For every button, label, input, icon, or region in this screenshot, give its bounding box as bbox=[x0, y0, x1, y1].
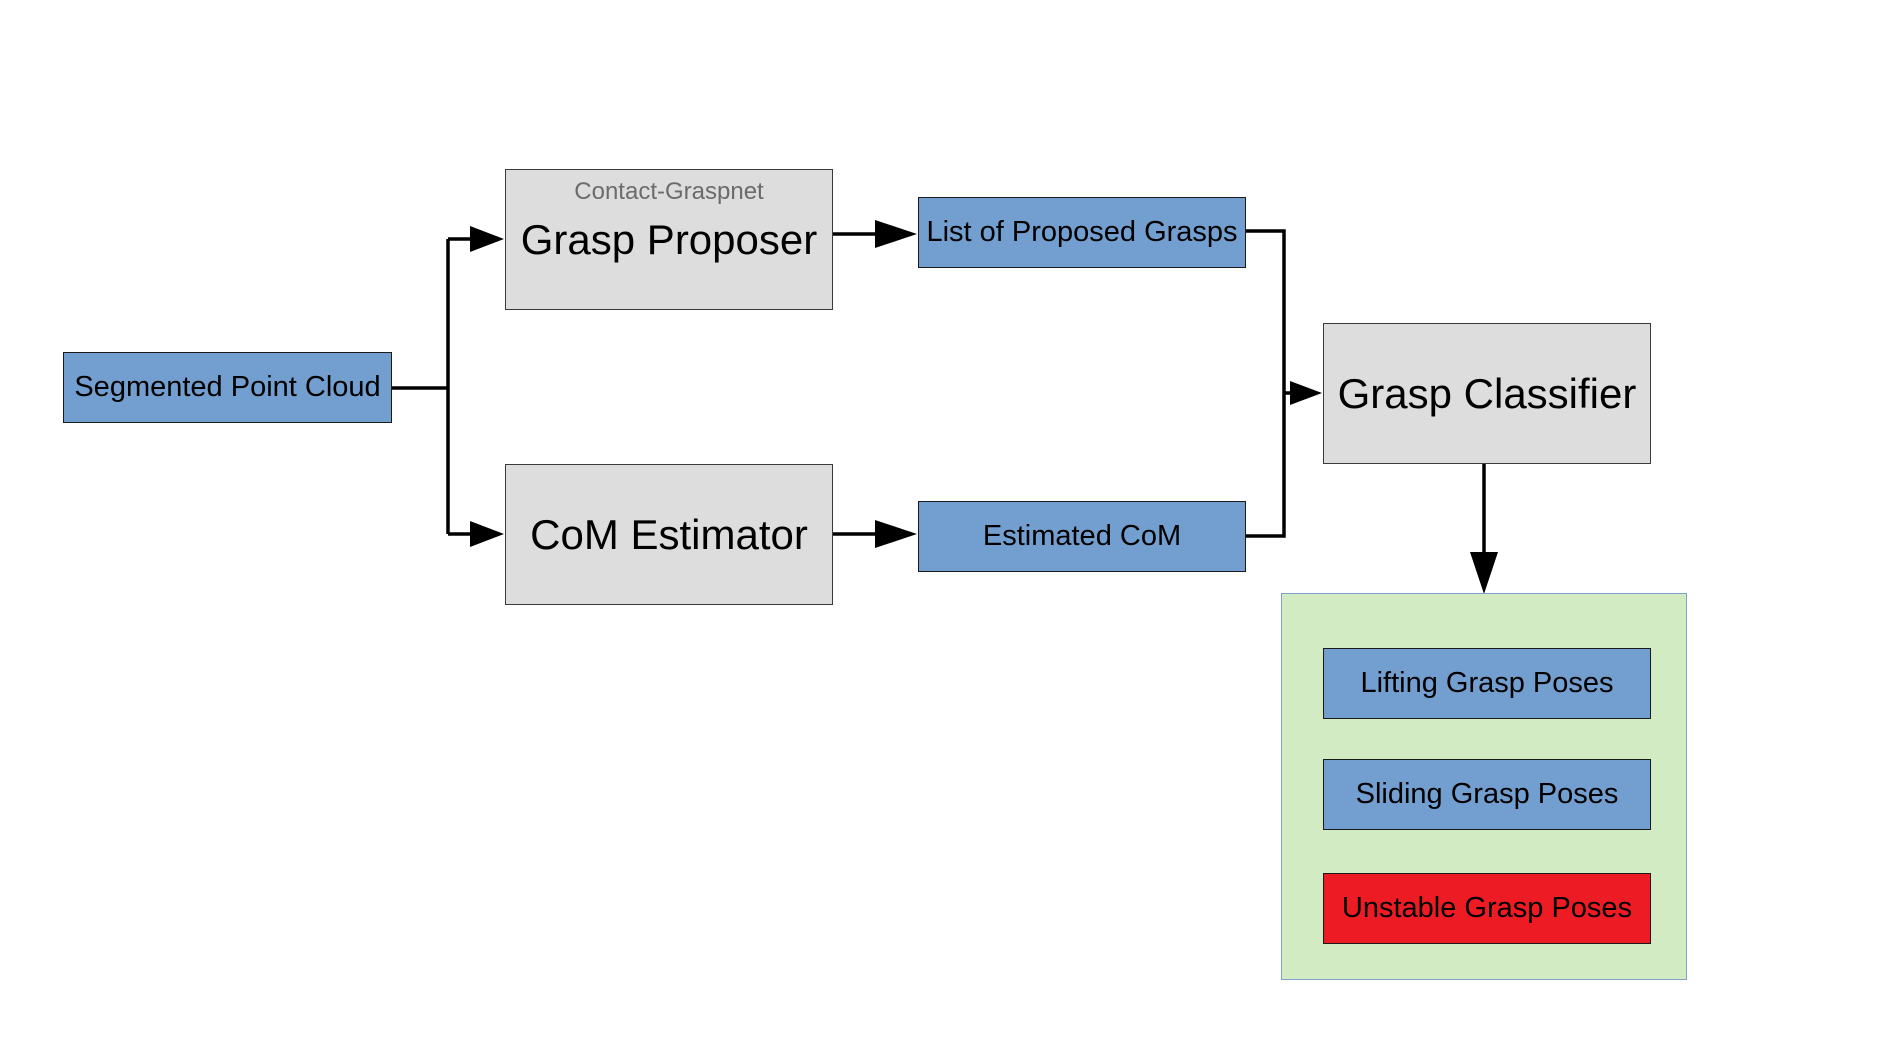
list-of-proposed-grasps-box: List of Proposed Grasps bbox=[918, 197, 1246, 268]
sliding-grasp-poses-box: Sliding Grasp Poses bbox=[1323, 759, 1651, 830]
grasp-proposer-label: Grasp Proposer bbox=[520, 215, 818, 263]
arrowhead-output-group bbox=[1470, 552, 1498, 594]
arrowhead-com-estimator bbox=[470, 521, 504, 547]
estimated-com-box: Estimated CoM bbox=[918, 501, 1246, 572]
arrowhead-classifier bbox=[1290, 381, 1322, 405]
unstable-grasp-poses-label: Unstable Grasp Poses bbox=[1341, 892, 1633, 924]
com-estimator-box: CoM Estimator bbox=[505, 464, 833, 605]
arrowhead-list bbox=[875, 220, 917, 248]
list-of-proposed-grasps-label: List of Proposed Grasps bbox=[926, 216, 1238, 248]
arrowhead-estimated-com bbox=[875, 520, 917, 548]
connector-list-to-merge bbox=[1244, 229, 1286, 538]
sliding-grasp-poses-label: Sliding Grasp Poses bbox=[1355, 778, 1619, 810]
grasp-classifier-box: Grasp Classifier bbox=[1323, 323, 1651, 464]
segmented-point-cloud-label: Segmented Point Cloud bbox=[74, 371, 381, 403]
lifting-grasp-poses-box: Lifting Grasp Poses bbox=[1323, 648, 1651, 719]
unstable-grasp-poses-box: Unstable Grasp Poses bbox=[1323, 873, 1651, 944]
com-estimator-label: CoM Estimator bbox=[530, 510, 808, 558]
lifting-grasp-poses-label: Lifting Grasp Poses bbox=[1360, 667, 1614, 699]
segmented-point-cloud-box: Segmented Point Cloud bbox=[63, 352, 392, 423]
grasp-proposer-box: Contact-Graspnet Grasp Proposer bbox=[505, 169, 833, 310]
grasp-classifier-label: Grasp Classifier bbox=[1337, 369, 1637, 417]
arrowhead-grasp-proposer bbox=[470, 226, 504, 252]
grasp-proposer-sublabel: Contact-Graspnet bbox=[574, 178, 764, 205]
estimated-com-label: Estimated CoM bbox=[982, 520, 1182, 552]
